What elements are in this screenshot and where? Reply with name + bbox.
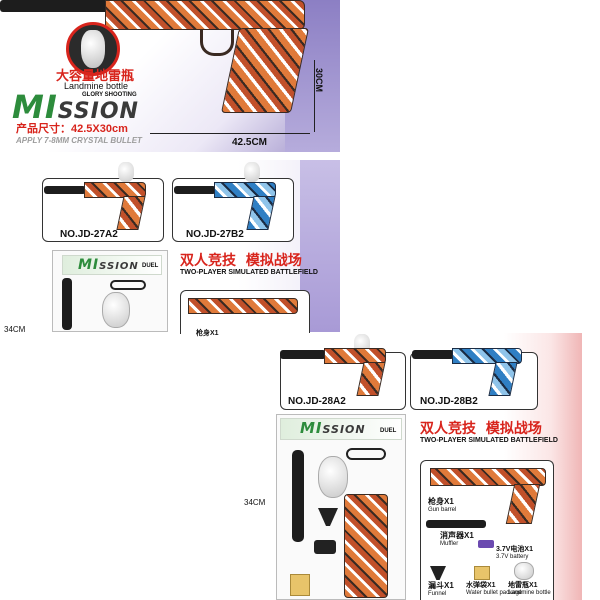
mid-silencer-part [62,278,72,330]
part-6-label: 地雷瓶X1 Landmine bottle [508,580,551,596]
bot-brand-strip [280,418,402,440]
bot-brand-rest: SSION [322,423,366,436]
bot-model-b: NO.JD-28B2 [420,396,478,407]
part-5-cn: 水弹袋X1 [466,582,496,589]
mid-part-label: 枪身X1 [196,330,219,337]
mid-gun-a-bottle [118,162,134,182]
mid-headline-b: 模拟战场 [245,252,302,268]
landmine-bottle-en: Landmine bottle [64,81,129,91]
bot-brand-mi: MI [300,419,323,437]
mid-contents-gun [188,298,298,314]
product-size: 产品尺寸：42.5X30cm [16,123,128,135]
mid-gun-b-silencer [174,186,216,194]
mid-gun-a-silencer [44,186,86,194]
width-dim-line [150,133,310,134]
mid-gun-b-bottle [244,162,260,182]
part-3-en: 3.7V battery [496,554,529,560]
bot-side-dim: 34CM [244,498,266,507]
part-6-cn: 地雷瓶X1 [508,582,538,589]
mid-headline-a: 双人竞技 [180,252,236,268]
bot-contents-gun-slide [430,468,546,486]
brand-logo-mi: MI [12,88,58,126]
part-5-en: Water bullet package [466,590,523,596]
bot-silencer-part [292,450,304,542]
mid-brand-rest: SSION [99,261,139,272]
brand-logo: MISSION [12,88,139,126]
top-gun-slide [105,0,305,30]
bot-brand-logo: MISSION [300,419,366,438]
mid-grenade-part [102,292,130,328]
bot-model-a: NO.JD-28A2 [288,396,346,407]
mid-model-a: NO.JD-27A2 [60,229,118,240]
part-4-en: Funnel [428,591,447,597]
bot-dual-label: DUEL [380,428,397,434]
mid-brand-mi: MI [78,257,100,273]
bot-headline-a: 双人竞技 [420,420,476,436]
part-4-label: 漏斗X1 Funnel [428,580,454,597]
bot-headline: 双人竞技 模拟战场 [420,418,542,438]
part-6-bottle-img [514,562,534,580]
top-gun-silencer [0,0,110,12]
bot-gun-b-slide [452,348,522,364]
part-1-en: Gun barrel [428,507,457,513]
part-5-bullet-img [474,566,490,580]
part-6-en: Landmine bottle [508,590,551,596]
bot-gun-a-slide [324,348,386,364]
height-dim-line [314,60,315,132]
mid-brand-strip [62,255,162,275]
bot-en-headline: TWO-PLAYER SIMULATED BATTLEFIELD [420,437,558,444]
mid-en-headline: TWO-PLAYER SIMULATED BATTLEFIELD [180,269,318,276]
bot-headline-b: 模拟战场 [485,420,542,436]
part-2-label: 消声器X1 Muffler [440,530,474,547]
bot-gun-b-silencer [412,350,454,359]
mid-model-b: NO.JD-27B2 [186,229,244,240]
part-1-cn: 枪身X1 [428,497,454,506]
mid-gun-a-slide [84,182,146,198]
part-2-en: Muffler [440,541,459,547]
bot-gun-a-silencer [280,350,326,359]
bot-bullet-pack [290,574,310,596]
part-3-cn: 3.7V电池X1 [496,546,533,553]
bot-blister-gun [344,494,388,598]
bullet-note: APPLY 7-8MM CRYSTAL BULLET [16,136,142,145]
part-5-label: 水弹袋X1 Water bullet package [466,580,522,596]
bot-cable-part [346,448,386,460]
landmine-bottle-cn: 大容量地雷瓶 [56,68,135,83]
part-2-cn: 消声器X1 [440,531,474,540]
height-dim-label: 30CM [314,68,324,93]
mid-cable-part [110,280,146,290]
mid-headline: 双人竞技 模拟战场 [180,250,302,270]
mid-brand-logo: MISSION [78,256,139,274]
width-dim-label: 42.5CM [232,137,268,148]
bot-muffler-part [314,540,336,554]
bot-grenade-part [318,456,348,498]
part-3-label: 3.7V电池X1 3.7V battery [496,544,533,560]
part-4-cn: 漏斗X1 [428,581,454,590]
mid-side-dim: 34CM [4,325,26,334]
landmine-bottle-icon [81,30,105,68]
part-2-muffler-img [426,520,486,528]
brand-logo-rest: SSION [57,99,139,124]
part-1-label: 枪身X1 Gun barrel [428,496,456,513]
mid-dual-label: DUEL [142,263,159,269]
mid-gun-b-slide [214,182,276,198]
top-gun-trigger-guard [200,30,234,56]
tagline: GLORY SHOOTING [82,92,137,98]
part-3-battery-img [478,540,494,548]
